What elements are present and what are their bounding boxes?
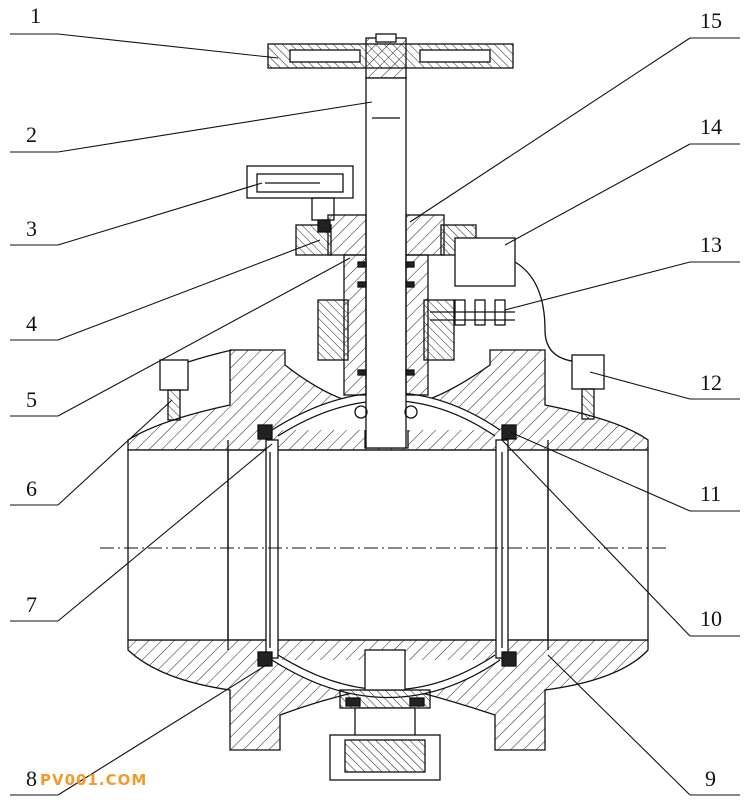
stem-assembly	[267, 33, 514, 449]
transmitter-box	[454, 237, 516, 287]
part-label-7: 7	[26, 592, 37, 617]
instrumentation	[159, 165, 605, 421]
part-label-15: 15	[700, 8, 722, 33]
seat-ring-left	[265, 439, 279, 659]
watermark-text: PV001.COM	[40, 771, 148, 789]
right-pressure-sensor	[571, 354, 605, 390]
left-pressure-sensor	[159, 359, 189, 391]
part-label-2: 2	[26, 122, 37, 147]
part-label-5: 5	[26, 387, 37, 412]
gauge-box	[246, 165, 354, 199]
part-label-6: 6	[26, 476, 37, 501]
gland-left	[327, 214, 367, 256]
part-label-4: 4	[26, 311, 37, 336]
part-label-12: 12	[700, 370, 722, 395]
bore-left	[127, 449, 229, 641]
part-label-11: 11	[700, 481, 722, 506]
leader-lines	[10, 33, 740, 796]
stem	[365, 77, 407, 449]
bore-right	[547, 449, 649, 641]
part-label-14: 14	[700, 114, 722, 139]
part-label-13: 13	[700, 232, 722, 257]
part-label-9: 9	[705, 766, 716, 791]
part-label-8: 8	[26, 766, 37, 791]
part-label-1: 1	[30, 3, 41, 28]
part-label-3: 3	[26, 216, 37, 241]
part-label-10: 10	[700, 606, 722, 631]
